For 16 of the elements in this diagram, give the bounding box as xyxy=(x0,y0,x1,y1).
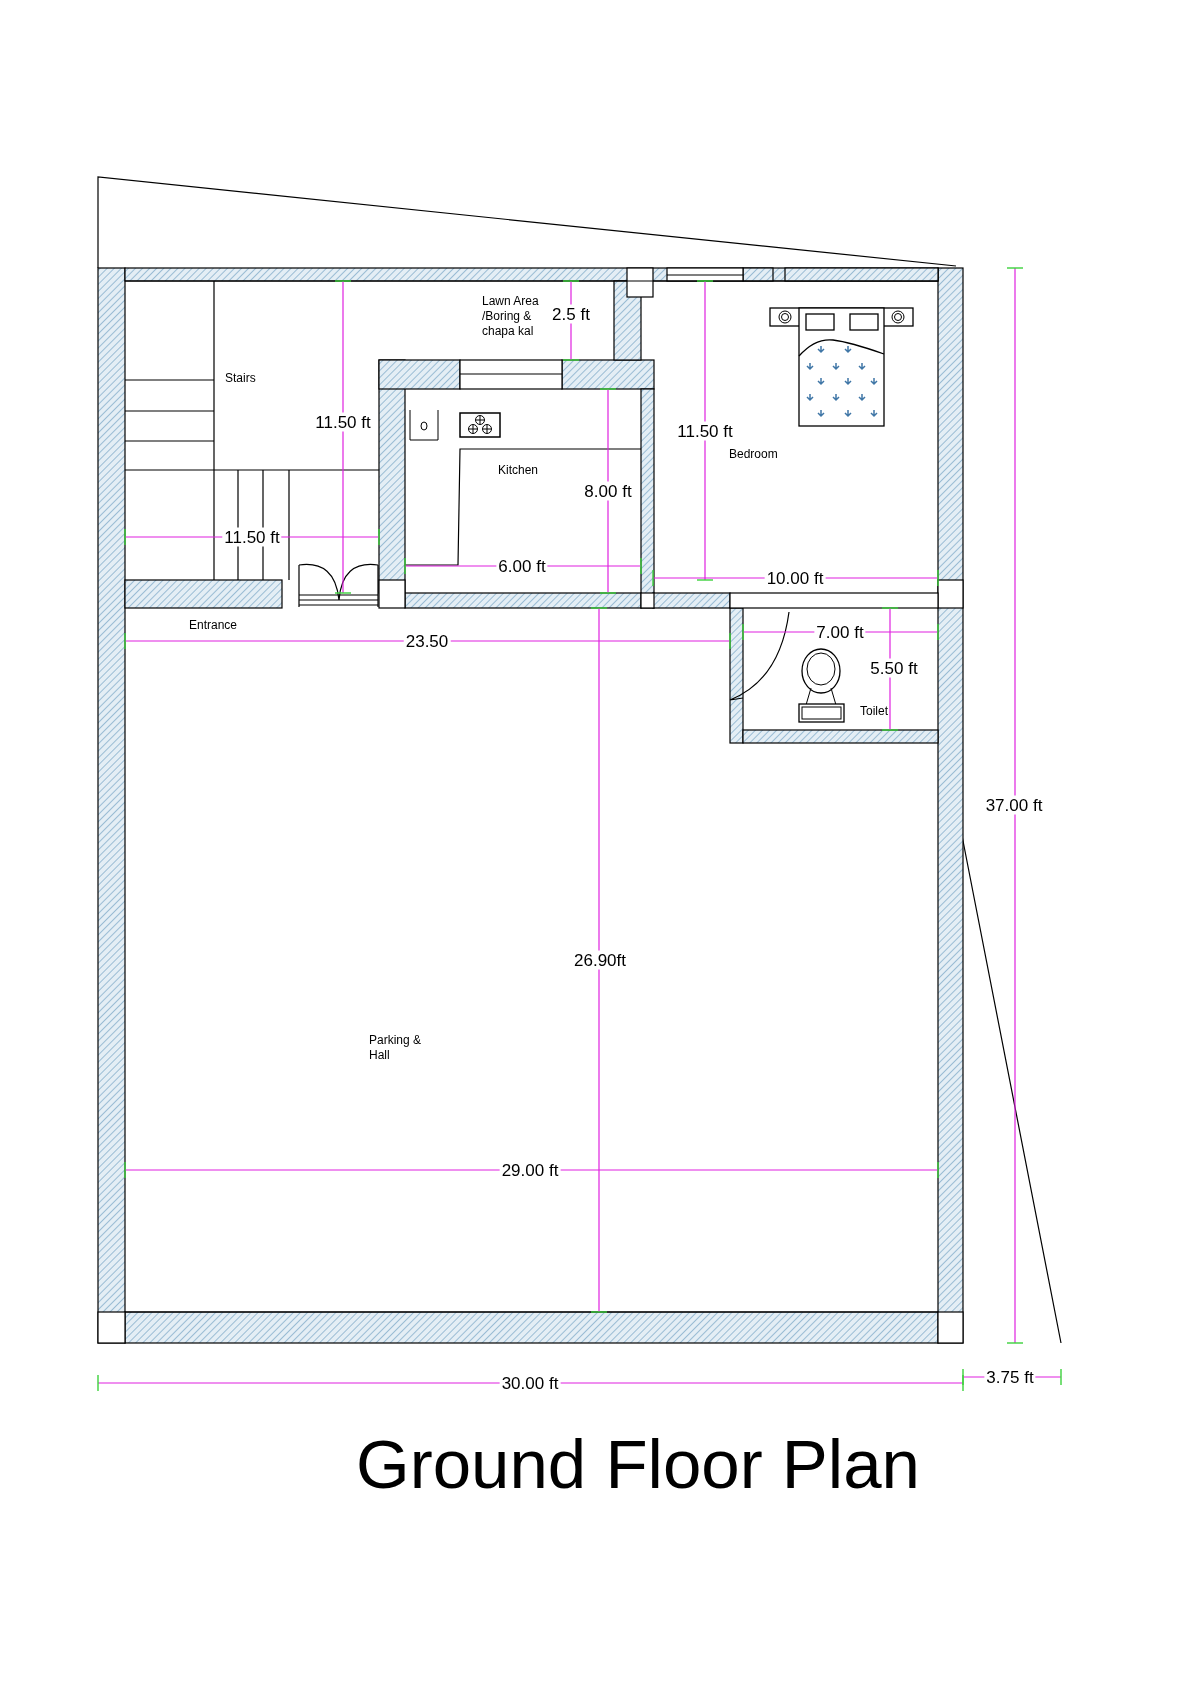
room-label: Entrance xyxy=(189,618,238,633)
dimension-label: 8.00 ft xyxy=(582,481,634,501)
dimension-label: 2.5 ft xyxy=(550,304,592,324)
plan-title: Ground Floor Plan xyxy=(355,1425,921,1505)
dimension-label: 11.50 ft xyxy=(222,527,282,547)
room-label: Toilet xyxy=(860,704,888,719)
dimension-label: 26.90ft xyxy=(572,950,628,970)
dimension-label: 11.50 ft xyxy=(313,412,373,432)
dimension-label: 5.50 ft xyxy=(868,658,920,678)
dimension-label: 11.50 ft xyxy=(675,421,735,441)
room-label: Stairs xyxy=(225,371,256,386)
room-label: Kitchen xyxy=(498,463,539,478)
room-label: Bedroom xyxy=(729,447,778,462)
room-label: Parking & Hall xyxy=(369,1033,423,1063)
room-label: Lawn Area /Boring & chapa kal xyxy=(482,294,540,339)
dimension-label: 37.00 ft xyxy=(983,795,1045,815)
